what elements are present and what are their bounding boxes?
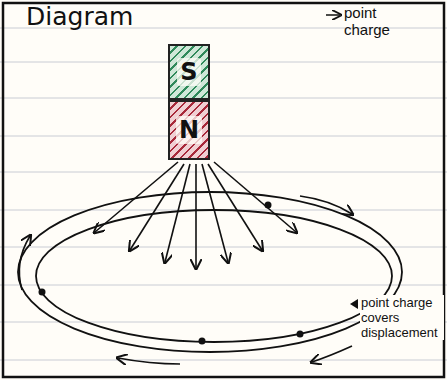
point-charges [39,202,304,345]
magnet-south-pole: S [168,44,210,100]
pole-letter: S [177,58,200,86]
legend-arrow [326,14,340,16]
field-lines [95,162,296,268]
pole-letter: N [176,116,202,144]
callout-note: point charge covers displacement [360,295,444,340]
diagram-title: Diagram [26,2,133,31]
page-frame [3,3,444,377]
legend-entry: point charge [310,4,430,38]
callout-pointer [350,299,358,309]
charge-loop [18,192,402,352]
legend-text: point charge [344,4,410,38]
ruled-lines [0,28,447,360]
magnet-north-pole: N [168,100,210,160]
loop-arrows [19,196,352,364]
